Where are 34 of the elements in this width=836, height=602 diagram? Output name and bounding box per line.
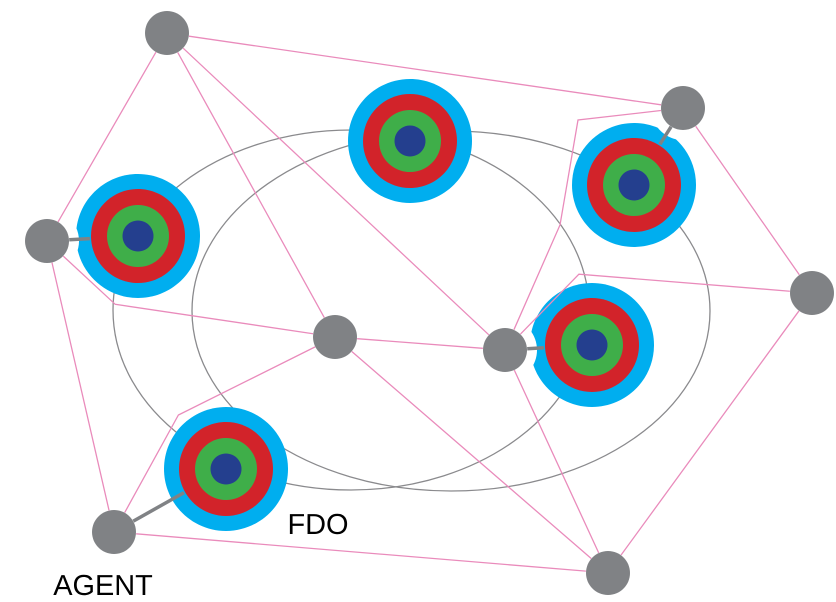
node-circle (25, 219, 69, 263)
connector-line (177, 52, 325, 318)
connector-line (132, 491, 185, 523)
target-drawing (76, 174, 200, 298)
connector-line (62, 256, 314, 334)
connector-line (182, 48, 490, 336)
node-circle (92, 510, 136, 554)
connector-line (136, 533, 586, 572)
node-circle (483, 328, 527, 372)
node-label: FDO (290, 514, 348, 534)
connector-line (69, 236, 90, 242)
connector-line (620, 310, 800, 556)
connector-line (527, 346, 544, 350)
connector-line (351, 351, 592, 559)
target-drawing (348, 79, 472, 203)
connector-line (188, 36, 662, 106)
node-circle (586, 551, 630, 595)
connector-line (520, 274, 790, 335)
connector-line (51, 262, 110, 510)
connector-line (695, 126, 800, 276)
connector-line (513, 110, 662, 330)
node-circle (145, 11, 189, 55)
target-drawing (164, 407, 288, 531)
node-label: AGENT (53, 574, 152, 596)
connector-line (658, 126, 673, 146)
node-circle (661, 86, 705, 130)
node-circle (790, 271, 834, 315)
node-circle (313, 315, 357, 359)
connector-line (58, 52, 156, 222)
target-drawing (530, 283, 654, 407)
connector-line (124, 346, 316, 513)
target-drawing (572, 123, 696, 247)
connector-line (357, 338, 483, 349)
connector-line (514, 370, 600, 554)
